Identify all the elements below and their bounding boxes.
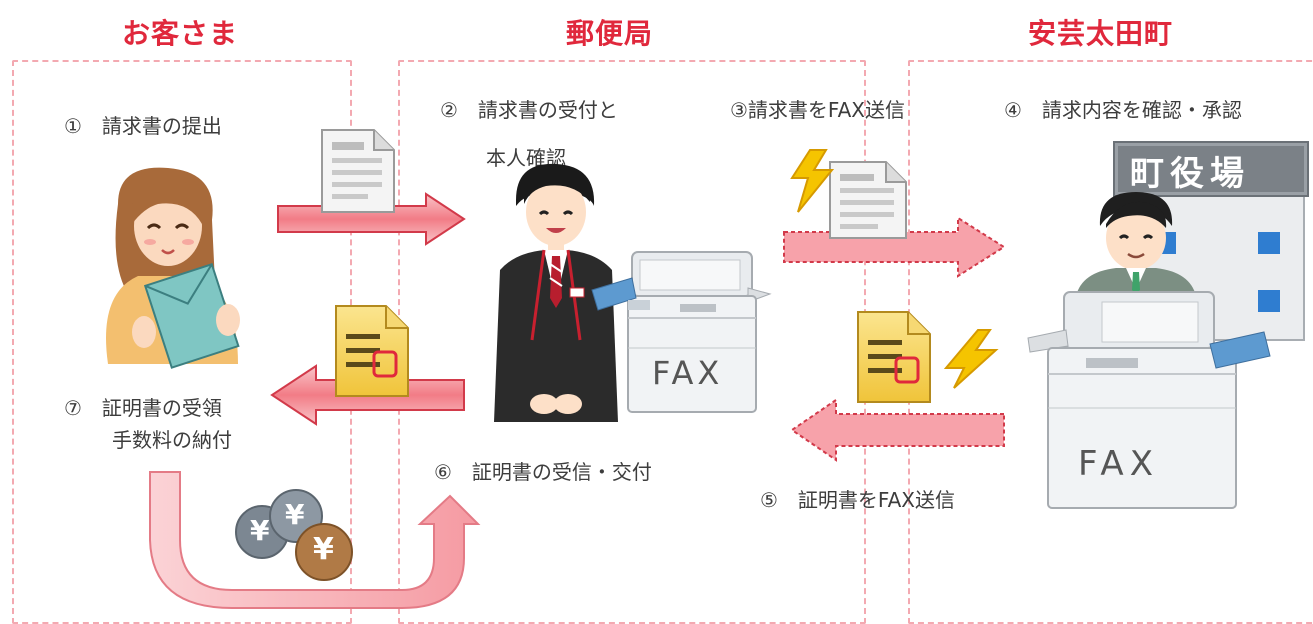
document-icon	[321, 129, 395, 213]
header-customer: お客さま	[122, 17, 239, 50]
town-staff-illustration	[1076, 192, 1196, 296]
post-office-fax-label: FAX	[652, 354, 724, 392]
step-4-label: ④ 請求内容を確認・承認	[1004, 98, 1242, 122]
step-3-label: ③請求書をFAX送信	[730, 98, 905, 122]
customer-woman-illustration	[106, 167, 240, 369]
step-5-label: ⑤ 証明書をFAX送信	[760, 488, 955, 512]
header-town: 安芸太田町	[1028, 17, 1174, 50]
fax-document-icon	[829, 161, 907, 239]
arrow-fee-payment	[149, 471, 481, 609]
step-7-label-line1: ⑦ 証明書の受領	[64, 396, 222, 420]
coin-label-3: ¥	[313, 532, 334, 567]
step-2-label-line1: ② 請求書の受付と	[440, 98, 618, 122]
town-fax-label: FAX	[1078, 444, 1159, 484]
arrow-fax-certificate	[790, 398, 1005, 462]
step-1-label: ① 請求書の提出	[64, 114, 222, 138]
coin-label-2: ¥	[285, 498, 305, 531]
post-office-fax-machine	[591, 251, 772, 413]
received-certificate-icon	[335, 305, 409, 397]
yen-coins-icon	[235, 489, 353, 581]
header-post-office: 郵便局	[566, 17, 654, 50]
town-hall-sign: 町役場	[1130, 154, 1250, 194]
lightning-bolt-icon-2	[943, 329, 999, 389]
step-6-label: ⑥ 証明書の受信・交付	[434, 460, 652, 484]
coin-label-1: ¥	[250, 514, 270, 547]
certificate-document-icon	[857, 311, 931, 403]
lightning-bolt-icon	[790, 149, 835, 213]
step-7-label-line2: 手数料の納付	[112, 428, 232, 452]
post-office-staff-illustration	[494, 163, 618, 422]
town-fax-machine	[1027, 291, 1271, 509]
